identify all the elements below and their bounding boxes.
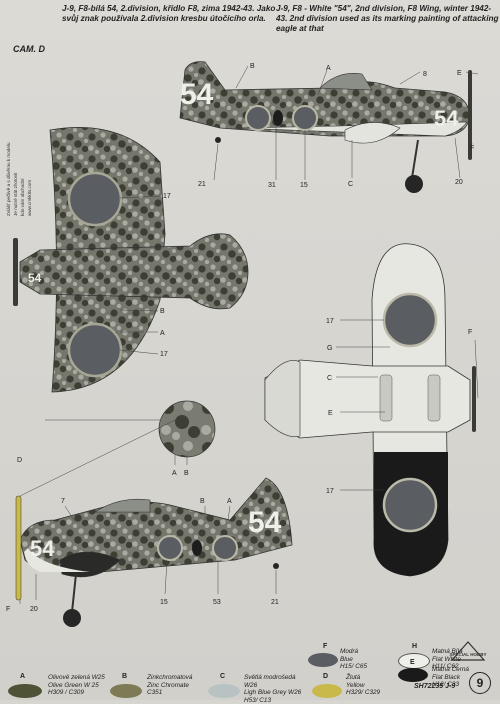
callout-15: 15	[300, 182, 308, 189]
callout-20: 20	[455, 179, 463, 186]
legend-code: H309 / C309	[48, 689, 84, 697]
legend-cz: Zinkchromatová	[147, 674, 193, 681]
camouflage-label: CAM. D	[13, 44, 45, 54]
swatch-F	[308, 653, 338, 667]
callout-20: 20	[30, 606, 38, 613]
legend-en: Yellow	[346, 681, 365, 689]
callout-8: 8	[423, 71, 427, 78]
callout-G: G	[327, 345, 332, 352]
callout-17: 17	[326, 488, 334, 495]
swatch-D	[312, 684, 342, 698]
callout-21: 21	[198, 181, 206, 188]
callout-B: B	[250, 63, 255, 70]
callout-F: F	[468, 329, 472, 336]
callout-B: B	[200, 498, 205, 505]
legend-letter-C: C	[220, 673, 226, 680]
callout-53: 53	[213, 599, 221, 606]
legend-code: H329/ C329	[346, 689, 381, 697]
legend-A-text: Olivově zelená W25 Olive Green W 25 H309…	[48, 674, 108, 697]
legend-en: Flat White	[432, 655, 461, 663]
legend-code: C351	[147, 689, 163, 697]
underside-view	[264, 243, 476, 577]
camouflage-detail-circle	[158, 400, 216, 458]
callout-15: 15	[160, 599, 168, 606]
legend-cz: Žlutá	[346, 674, 361, 681]
legend-D-text: Žlutá Yellow H329/ C329	[346, 674, 396, 697]
legend-cz: Matná Černá	[432, 666, 469, 673]
callout-17: 17	[326, 318, 334, 325]
legend-code: H11/ C62	[432, 663, 459, 671]
legend-code: H12/ C33	[432, 681, 459, 689]
side-number-top: 54	[180, 78, 214, 111]
page-mark: J-9	[445, 683, 456, 690]
leader-lines	[19, 65, 479, 604]
legend-en: Flat Black	[432, 673, 461, 681]
legend-letter-A: A	[20, 673, 26, 680]
legend-code: H15/ C65	[340, 663, 367, 671]
legend-cz: Světlá modrošedá W26	[244, 674, 296, 689]
legend-letter-B: B	[122, 673, 128, 680]
legend-letter-H: H	[412, 643, 418, 650]
swatch-A	[8, 684, 42, 698]
special-hobby-logo-icon: SPECIAL HOBBY	[450, 641, 487, 661]
legend-E-text: Matná Černá Flat Black H12/ C33	[432, 666, 472, 689]
callout-A: A	[227, 498, 232, 505]
legend-en: Blue	[340, 655, 353, 663]
callout-17: 17	[163, 193, 171, 200]
legend-letter-E: E	[410, 659, 415, 666]
callout-labels: B A 8 E F 21 31 15 C 20 17 B A 17 A B 17…	[6, 63, 474, 613]
legend-en: Ligh Blue Grey W26	[244, 689, 302, 697]
callout-B: B	[160, 308, 165, 315]
callout-A: A	[172, 470, 177, 477]
legend-B-text: Zinkchromatová Zinc Chromate C351	[147, 674, 207, 697]
product-code: SH72235 J-9	[414, 683, 455, 690]
legend-H-text: Matná Bílá Flat White H11/ C62	[432, 648, 487, 671]
cowl-number-top: 54	[434, 106, 459, 131]
legend-code: H53/ C13	[244, 696, 271, 704]
callout-F: F	[470, 145, 474, 152]
cowl-number-bottom: 54	[30, 536, 55, 561]
side-number-bottom: 54	[248, 506, 282, 539]
callout-E: E	[328, 410, 333, 417]
swatch-E	[398, 668, 428, 682]
callout-C: C	[327, 375, 332, 382]
callout-F: F	[6, 606, 10, 613]
callout-17: 17	[160, 351, 168, 358]
side-profile-left: 54 54	[15, 477, 293, 627]
callout-7: 7	[61, 498, 65, 505]
top-view: 54	[13, 127, 249, 393]
side-profile-right: 54 54	[179, 61, 472, 193]
callout-C: C	[348, 181, 353, 188]
legend-letter-D: D	[323, 673, 329, 680]
caption-czech: J-9, F8-bílá 54, 2.division, křídlo F8, …	[62, 4, 276, 23]
callout-E: E	[457, 70, 462, 77]
swatch-B	[110, 684, 142, 698]
callout-B: B	[184, 470, 189, 477]
page-number: 9	[469, 672, 491, 694]
legend-en: Olive Green W 25	[48, 681, 99, 689]
callout-21: 21	[271, 599, 279, 606]
callout-A: A	[160, 330, 165, 337]
legend-letter-F: F	[323, 643, 328, 650]
swatch-C	[208, 684, 240, 698]
legend-cz: Olivově zelená W25	[48, 674, 105, 681]
product-code-text: SH72235	[414, 683, 444, 690]
caption-english: J-9, F8 - White "54", 2nd division, F8 W…	[276, 4, 499, 33]
top-view-number: 54	[28, 271, 42, 285]
logo-text: SPECIAL HOBBY	[450, 652, 487, 657]
legend-cz: Modrá	[340, 648, 359, 655]
callout-D: D	[17, 457, 22, 464]
callout-31: 31	[268, 182, 276, 189]
legend-cz: Matná Bílá	[432, 648, 463, 655]
legend-en: Zinc Chromate	[147, 681, 189, 689]
callout-A: A	[326, 65, 331, 72]
legend-F-text: Modrá Blue H15/ C65	[340, 648, 395, 671]
